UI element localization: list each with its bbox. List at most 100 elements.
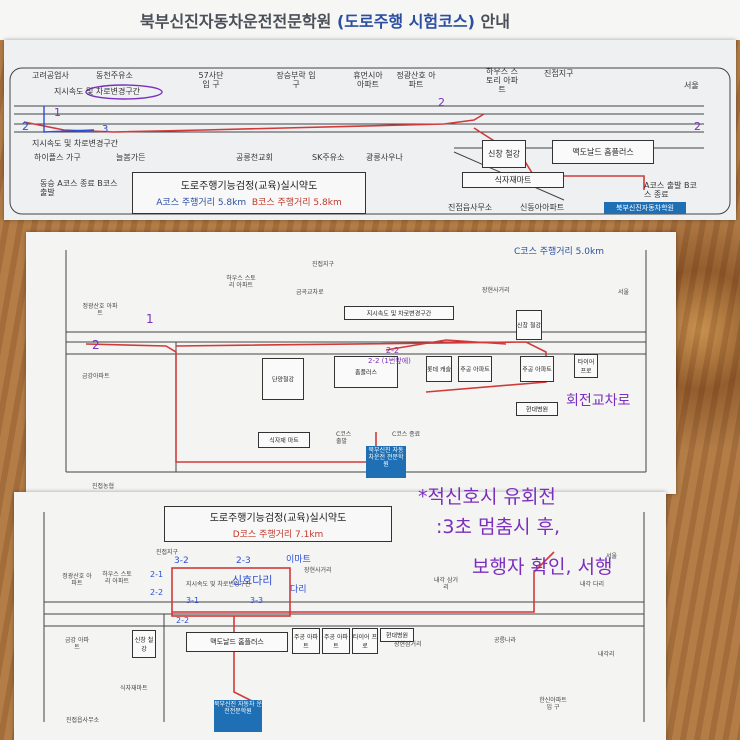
place-label: 정광산호 아파트	[82, 303, 118, 317]
place-label: 정광산호 아파트	[62, 573, 92, 587]
place-label: 신동아아파트	[520, 203, 565, 212]
place-label: 진접지구	[312, 261, 335, 268]
place-label: 장현사거리	[304, 567, 332, 574]
building-tire-pro-d: 타이어 프로	[352, 628, 378, 654]
handwritten-mark: 2	[92, 338, 100, 352]
building-danyang: 단양철강	[262, 358, 304, 400]
building-hospital: 현대병원	[516, 402, 558, 416]
driving-school-marker: 북부신진 자동차운전 전문학원	[366, 446, 406, 478]
building-jugong-d-2: 주공 아파트	[322, 628, 350, 654]
handwritten-note-line1: *적신호시 유회전	[418, 486, 556, 508]
building-mcdonalds: 맥도날드 홈플러스	[552, 140, 654, 164]
building-shinchang-d: 신창 철강	[132, 630, 156, 658]
place-label: 금강아파트	[82, 373, 110, 380]
handwritten-mark: 2-3	[236, 556, 251, 566]
building-tire-pro: 타이어 프로	[574, 354, 598, 378]
driving-school-marker: 북부신진 자동차 운전전문학원	[214, 700, 262, 732]
place-label: 서울	[606, 553, 618, 560]
page-title: 북부신진자동차운전전문학원 (도로주행 시험코스) 안내	[140, 12, 510, 31]
handwritten-mark: 신호다리	[232, 574, 273, 587]
driving-school-marker: 북부신진자동차학원	[604, 202, 686, 214]
place-label: 장현삼거리	[394, 641, 422, 648]
header-banner: 북부신진자동차운전전문학원 (도로주행 시험코스) 안내	[0, 0, 740, 40]
info-box-ab: 도로주행기능검정(교육)실시약도 A코스 주행거리 5.8km B코스 주행거리…	[132, 172, 366, 214]
place-label: 진접지구	[544, 69, 574, 78]
course-start-label: 동승 A코스 종료 B코스 출발	[40, 179, 118, 197]
place-label: 고려공업사	[32, 71, 69, 80]
handwritten-mark: 1	[146, 312, 154, 326]
speed-zone-box: 지시속도 및 차로변경구간	[344, 306, 454, 320]
map-c-roads	[65, 250, 647, 473]
course-start-label: C코스 출발	[336, 431, 352, 445]
handwritten-mark: 다리	[290, 585, 307, 595]
place-label: 동천주유소	[96, 71, 133, 80]
handwritten-mark: 2	[22, 120, 29, 133]
building-hospital-d: 현대병원	[380, 628, 414, 642]
handwritten-mark: 2-2 (1번앞에)	[368, 357, 411, 365]
handwritten-mark: 2-2	[386, 346, 400, 355]
building-jugong-2: 주공 아파트	[520, 356, 554, 382]
place-label: 한신아파트 입 구	[539, 697, 567, 711]
info-box-d: 도로주행기능검정(교육)실시약도 D코스 주행거리 7.1km	[164, 506, 392, 542]
place-label: 공릉나라	[494, 637, 517, 644]
building-shinchang: 신창 철강	[482, 140, 526, 168]
course-start-label: A코스 출발 B코스 종료	[644, 181, 697, 199]
place-label: 하우스 스토리 아파트	[102, 571, 132, 585]
place-label: 정광산호 아파트	[396, 71, 436, 89]
handwritten-mark: 3	[102, 124, 109, 135]
map-d-sheet: 도로주행기능검정(교육)실시약도 D코스 주행거리 7.1km 진접지구 정광산…	[14, 492, 666, 740]
place-label: 지시속도 및 차로변경구간	[54, 87, 141, 96]
place-label: 하우스 스토리 아파트	[486, 67, 518, 94]
place-label: 금곡교차로	[296, 289, 324, 296]
handwritten-mark: 1	[54, 106, 61, 119]
place-label: 금강 아파트	[65, 637, 89, 651]
place-label: 내각 삼거리	[434, 577, 458, 591]
handwritten-note-line3: 보행자 확인, 서행	[472, 556, 613, 578]
place-label: 지시속도 및 차로변경구간	[186, 581, 251, 588]
map-c-sheet: C코스 주행거리 5.0km 진접지구 하우스 스토리 아파트 금곡교차로 장현…	[26, 232, 676, 494]
course-c-distance: C코스 주행거리 5.0km	[514, 247, 604, 257]
place-label: 진접지구	[156, 549, 179, 556]
handwritten-mark: 2-2	[150, 588, 164, 597]
building-jugong: 주공 아파트	[458, 356, 492, 382]
place-label: 진접읍사무소	[66, 717, 100, 724]
place-label: 식자재마트	[120, 685, 148, 692]
place-label: 공릉천교회	[236, 153, 273, 162]
handwritten-mark: 3-2	[174, 556, 189, 566]
place-label: 지시속도 및 차로변경구간	[32, 139, 119, 148]
place-label: 하우스 스토리 아파트	[226, 275, 256, 289]
handwritten-mark: 2	[694, 120, 701, 133]
place-label: 진접읍사무소	[448, 203, 493, 212]
place-label: 장현사거리	[482, 287, 510, 294]
place-label: 진접농협	[92, 483, 115, 490]
place-label: SK주유소	[312, 153, 345, 162]
handwritten-mark: 2-1	[150, 570, 164, 579]
map-ab-roads	[9, 67, 731, 215]
course-end-label: C코스 종료	[392, 431, 421, 438]
handwritten-roundabout: 회전교차로	[566, 393, 631, 409]
place-label: 57사단 입 구	[198, 71, 224, 89]
place-label: 서울	[618, 289, 630, 296]
handwritten-mark: 2	[438, 96, 445, 109]
place-label: 장승부락 입 구	[276, 71, 316, 89]
place-label: 하이플스 가구	[34, 153, 81, 162]
handwritten-mark: 2-2	[176, 616, 190, 625]
handwritten-mark: 3-1	[186, 596, 200, 605]
place-label: 휴먼시아 아파트	[353, 71, 383, 89]
building-lotte: 롯데 캐슬	[426, 356, 452, 382]
place-label: 내각 다리	[580, 581, 604, 588]
building-mcdonalds-d: 맥도날드 홈플러스	[186, 632, 288, 652]
place-label: 광릉사우나	[366, 153, 403, 162]
place-label: 늘봄가든	[116, 153, 146, 162]
building-jugong-d: 주공 아파트	[292, 628, 320, 654]
building-mart: 식자재마트	[462, 172, 564, 188]
handwritten-mark: 이마트	[286, 555, 311, 565]
place-label: 서울	[684, 81, 699, 90]
building-mart-c: 식자재 마트	[258, 432, 310, 448]
map-ab-sheet: 고려공업사 동천주유소 지시속도 및 차로변경구간 57사단 입 구 장승부락 …	[4, 40, 736, 220]
building-shinchang-c: 신창 철강	[516, 310, 542, 340]
place-label: 내각리	[598, 651, 615, 658]
handwritten-note-line2: :3초 멈춤시 후,	[436, 516, 561, 538]
handwritten-mark: 3-3	[250, 596, 264, 605]
building-homeplus: 홈플러스	[334, 356, 398, 388]
